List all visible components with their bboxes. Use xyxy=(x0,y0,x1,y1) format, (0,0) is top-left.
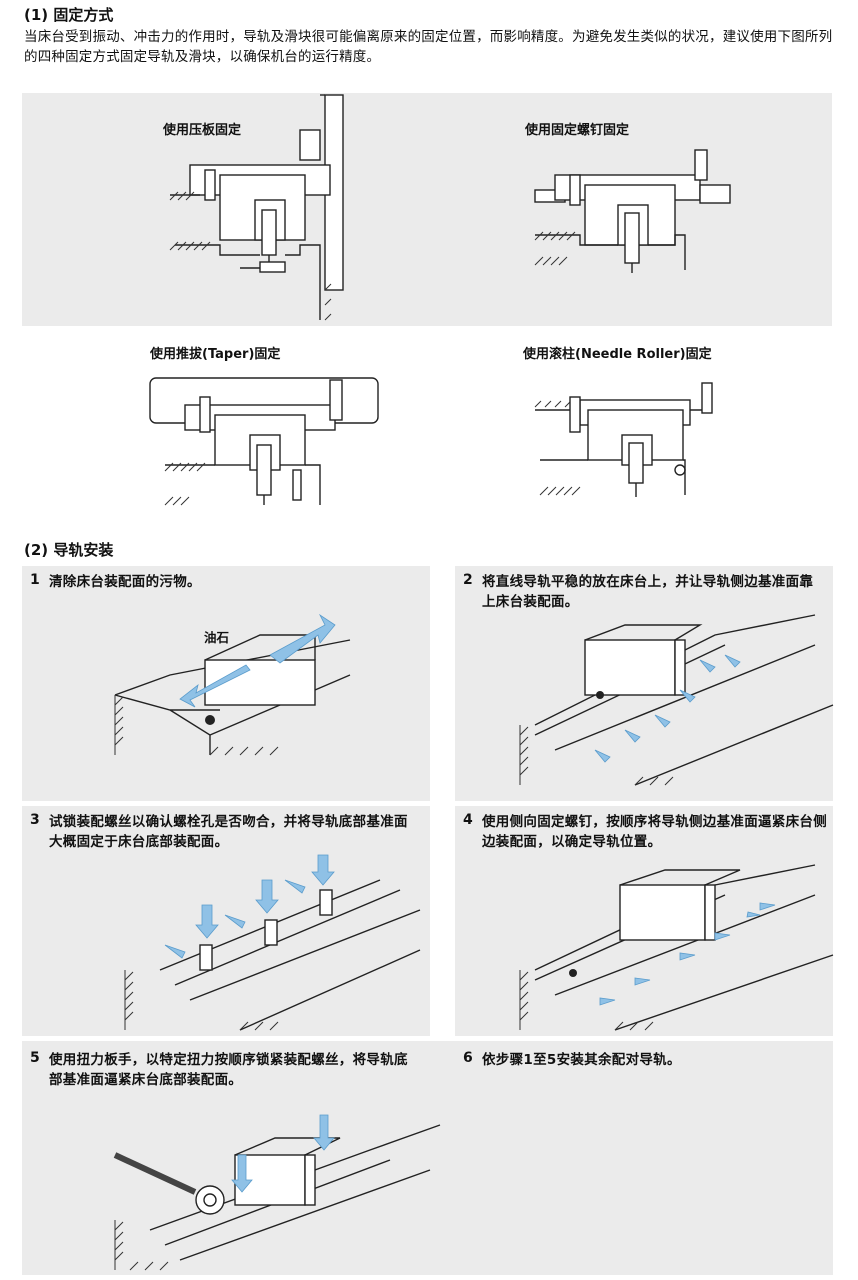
step5-diagram xyxy=(113,1114,441,1271)
step3-diagram xyxy=(124,854,421,1031)
method-caption-clamp: 使用压板固定 xyxy=(163,123,242,138)
method-caption-screw: 使用固定螺钉固定 xyxy=(525,123,630,138)
method-caption-roller: 使用滚柱(Needle Roller)固定 xyxy=(523,347,712,362)
section2-title: (2) 导轨安装 xyxy=(24,541,114,559)
step1-text: 清除床台装配面的污物。 xyxy=(49,574,201,590)
clamp-fixing-diagram xyxy=(169,94,344,321)
step3-text: 试锁装配螺丝以确认螺栓孔是否吻合，并将导轨底部基准面大概固定于床台底部装配面。 xyxy=(49,814,408,850)
step4-diagram xyxy=(519,864,834,1031)
step2-text: 将直线导轨平稳的放在床台上，并让导轨侧边基准面靠上床台装配面。 xyxy=(482,574,814,610)
step6-number: 6 xyxy=(463,1050,473,1066)
step3-number: 3 xyxy=(30,812,40,828)
step4-text: 使用侧向固定螺钉，按顺序将导轨侧边基准面逼紧床台侧边装配面，以确定导轨位置。 xyxy=(482,814,827,850)
section1-title: (1) 固定方式 xyxy=(24,6,114,24)
taper-fixing-diagram xyxy=(149,377,379,506)
step2-number: 2 xyxy=(463,572,473,588)
step3-panel xyxy=(22,806,430,1036)
step5-6-panel xyxy=(22,1041,833,1275)
roller-fixing-diagram xyxy=(534,382,713,497)
step5-number: 5 xyxy=(30,1050,40,1066)
fixing-panel-top xyxy=(22,93,832,326)
step6-text: 依步骤1至5安装其余配对导轨。 xyxy=(482,1052,681,1068)
method-caption-taper: 使用推拔(Taper)固定 xyxy=(150,347,281,362)
section1-intro: 当床台受到振动、冲击力的作用时，导轨及滑块很可能偏离原来的固定位置，而影响精度。… xyxy=(24,29,833,65)
step2-diagram xyxy=(519,614,834,786)
step4-number: 4 xyxy=(463,812,473,828)
screw-fixing-diagram xyxy=(534,149,731,273)
step5-text: 使用扭力板手，以特定扭力按顺序锁紧装配螺丝，将导轨底部基准面逼紧床台底部装配面。 xyxy=(49,1052,408,1088)
step1-number: 1 xyxy=(30,572,40,588)
step1-diagram xyxy=(114,613,351,756)
oilstone-label: 油石 xyxy=(204,630,230,645)
